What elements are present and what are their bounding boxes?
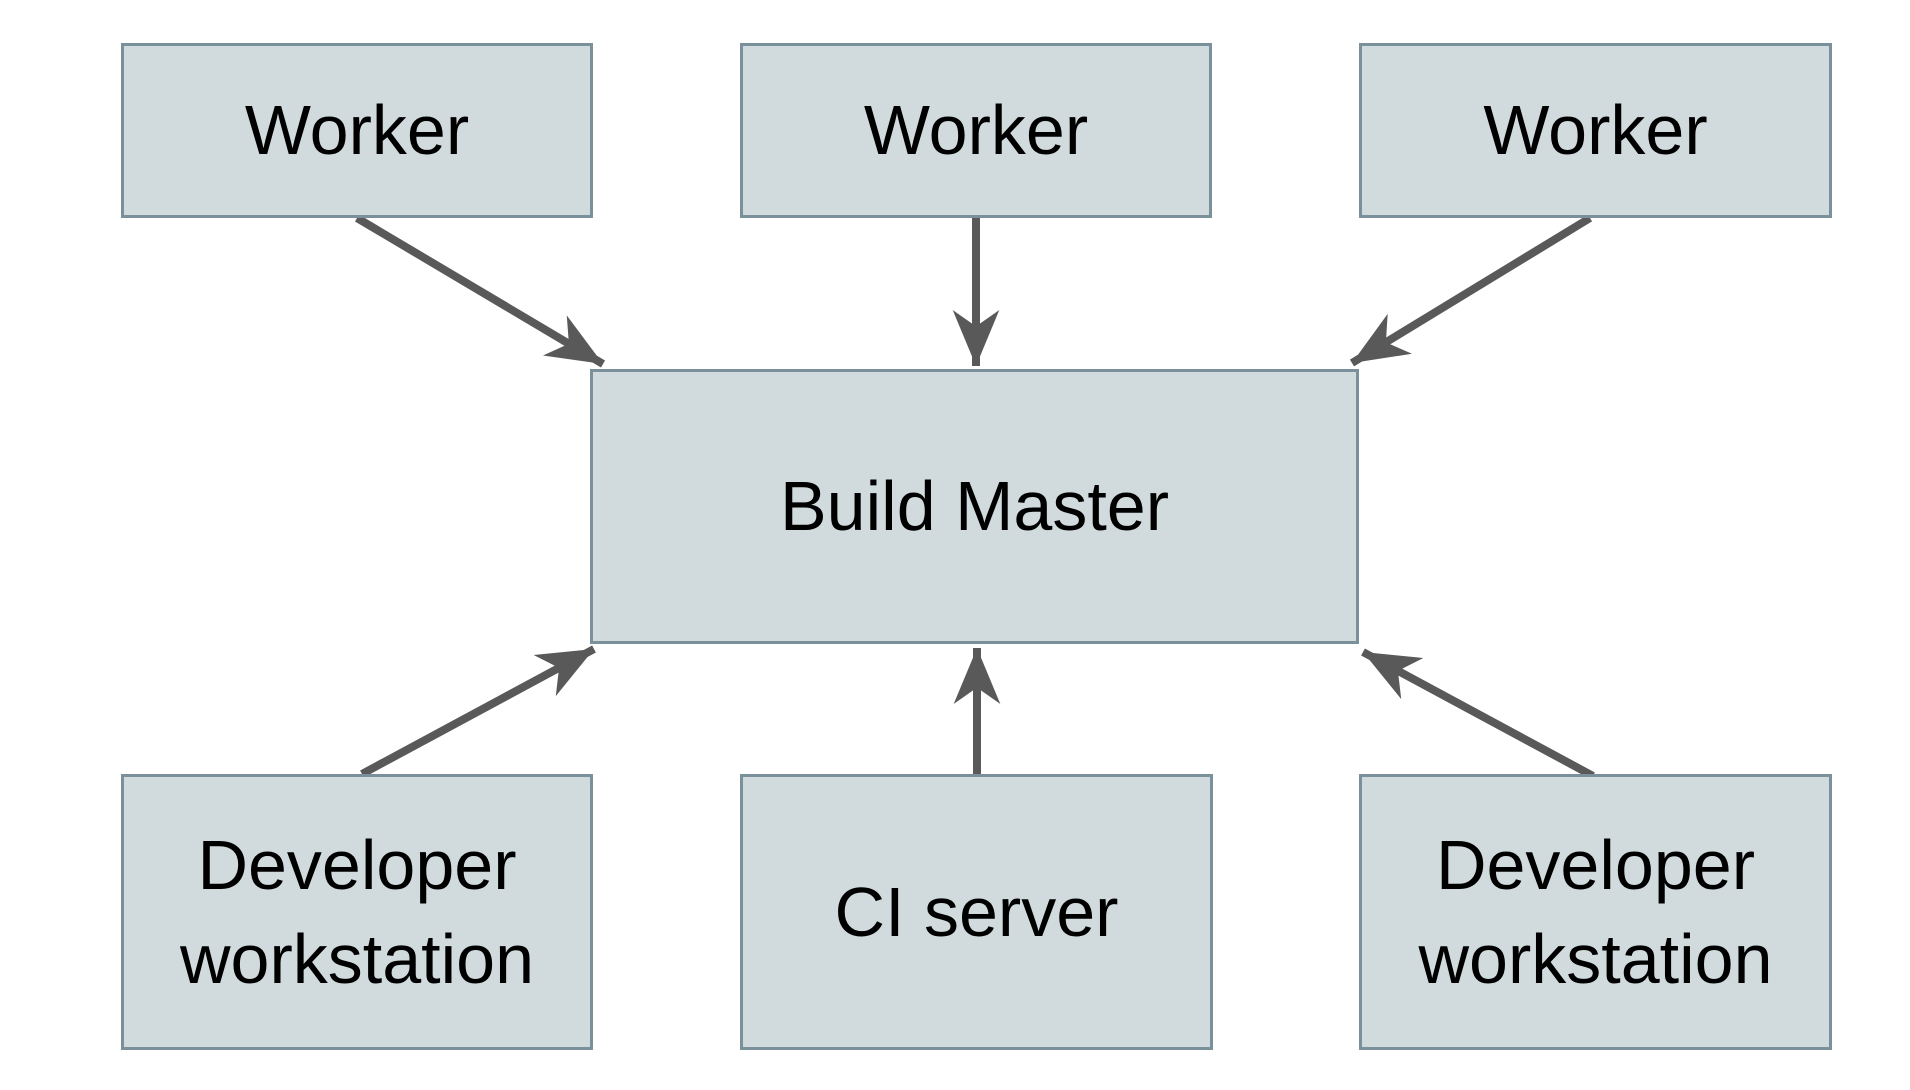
node-label: Worker bbox=[863, 91, 1089, 170]
node-developer-workstation-left: Developer workstation bbox=[121, 774, 593, 1050]
arrow-worker-3-to-build-master bbox=[1349, 214, 1593, 367]
node-label: Worker bbox=[1483, 91, 1708, 170]
node-build-master: Build Master bbox=[590, 369, 1359, 644]
node-worker-2: Worker bbox=[740, 43, 1212, 218]
node-label: Worker bbox=[244, 91, 470, 170]
arrow-developer-workstation-left-to-build-master bbox=[360, 645, 596, 778]
node-label: Developer workstation bbox=[1418, 825, 1773, 999]
node-ci-server: CI server bbox=[740, 774, 1213, 1050]
node-developer-workstation-right: Developer workstation bbox=[1359, 774, 1832, 1050]
node-worker-3: Worker bbox=[1359, 43, 1832, 218]
arrow-worker-1-to-build-master bbox=[354, 214, 606, 368]
node-worker-1: Worker bbox=[121, 43, 593, 218]
arrow-developer-workstation-right-to-build-master bbox=[1361, 648, 1595, 780]
node-label: Developer workstation bbox=[179, 825, 535, 999]
node-label: CI server bbox=[834, 872, 1119, 951]
node-label: Build Master bbox=[779, 467, 1170, 546]
